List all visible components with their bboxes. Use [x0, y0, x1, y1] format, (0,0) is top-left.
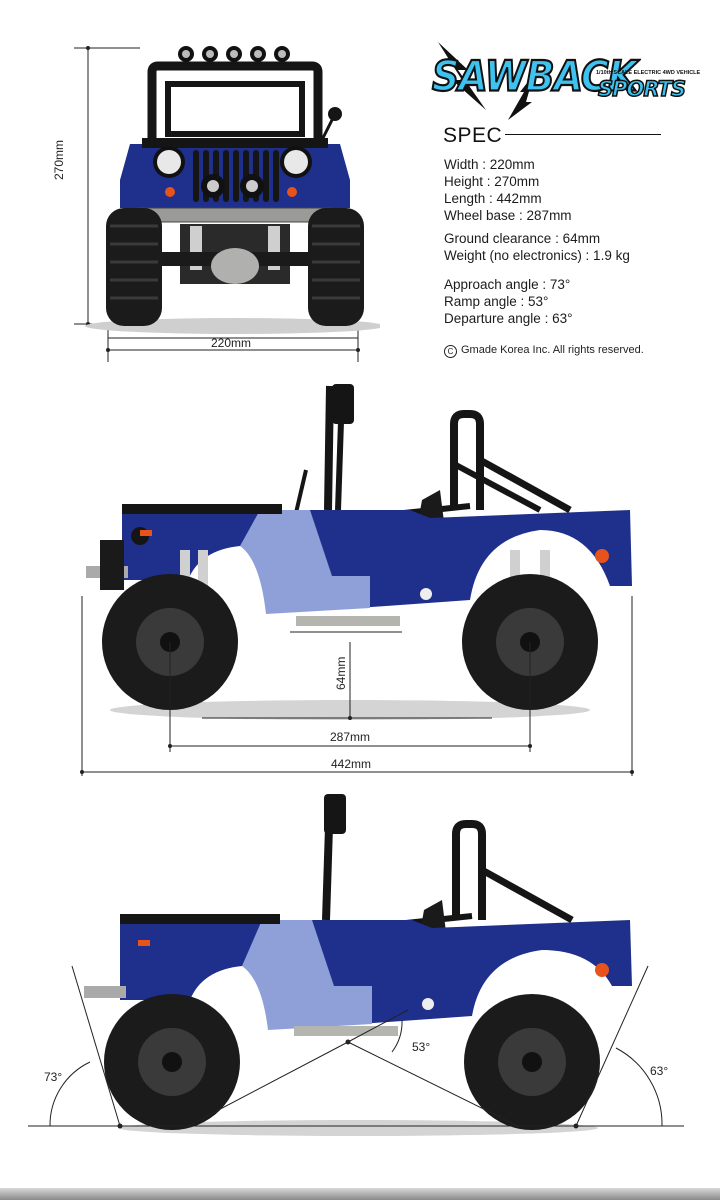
spec-ground-clearance: Ground clearance : 64mm [444, 231, 601, 246]
logo-lightning-icon [438, 42, 534, 120]
side-view-vehicle [80, 384, 634, 776]
ramp-angle-label: 53° [412, 1040, 431, 1054]
side-length-label: 442mm [331, 757, 372, 771]
spec-length: Length : 442mm [444, 191, 542, 206]
spec-group-dimensions: Width : 220mm Height : 270mm Length : 44… [444, 156, 572, 224]
logo-title: SAWBACK [431, 51, 638, 102]
logo-tagline: 1/10th SCALE ELECTRIC 4WD VEHICLE [596, 70, 701, 76]
approach-angle-label: 73° [44, 1070, 63, 1084]
copyright-icon: C [444, 345, 457, 358]
departure-angle-label: 63° [650, 1064, 669, 1078]
side-wheelbase-label: 287mm [330, 730, 371, 744]
logo-subtitle: SPORTS [597, 76, 687, 102]
spec-width: Width : 220mm [444, 157, 535, 172]
spec-departure-angle: Departure angle : 63° [444, 311, 573, 326]
spec-heading-rule [505, 134, 661, 135]
spec-height: Height : 270mm [444, 174, 540, 189]
spec-heading: SPEC [443, 124, 503, 147]
spec-ramp-angle: Ramp angle : 53° [444, 294, 549, 309]
spec-approach-angle: Approach angle : 73° [444, 277, 571, 292]
bottom-divider [0, 1188, 720, 1200]
copyright: C Gmade Korea Inc. All rights reserved. [444, 344, 644, 358]
brand-logo: SAWBACK 1/10th SCALE ELECTRIC 4WD VEHICL… [428, 40, 701, 130]
front-view-vehicle [74, 46, 380, 362]
spec-group-angles: Approach angle : 73° Ramp angle : 53° De… [444, 276, 572, 327]
copyright-text: Gmade Korea Inc. All rights reserved. [461, 344, 644, 356]
front-height-label: 270mm [52, 139, 66, 180]
side-clearance-label: 64mm [334, 656, 348, 690]
spec-wheelbase: Wheel base : 287mm [444, 208, 572, 223]
spec-group-clearance: Ground clearance : 64mm Weight (no elect… [444, 230, 630, 264]
spec-weight: Weight (no electronics) : 1.9 kg [444, 248, 630, 263]
angle-view-vehicle [28, 794, 684, 1136]
front-width-label: 220mm [211, 336, 252, 350]
